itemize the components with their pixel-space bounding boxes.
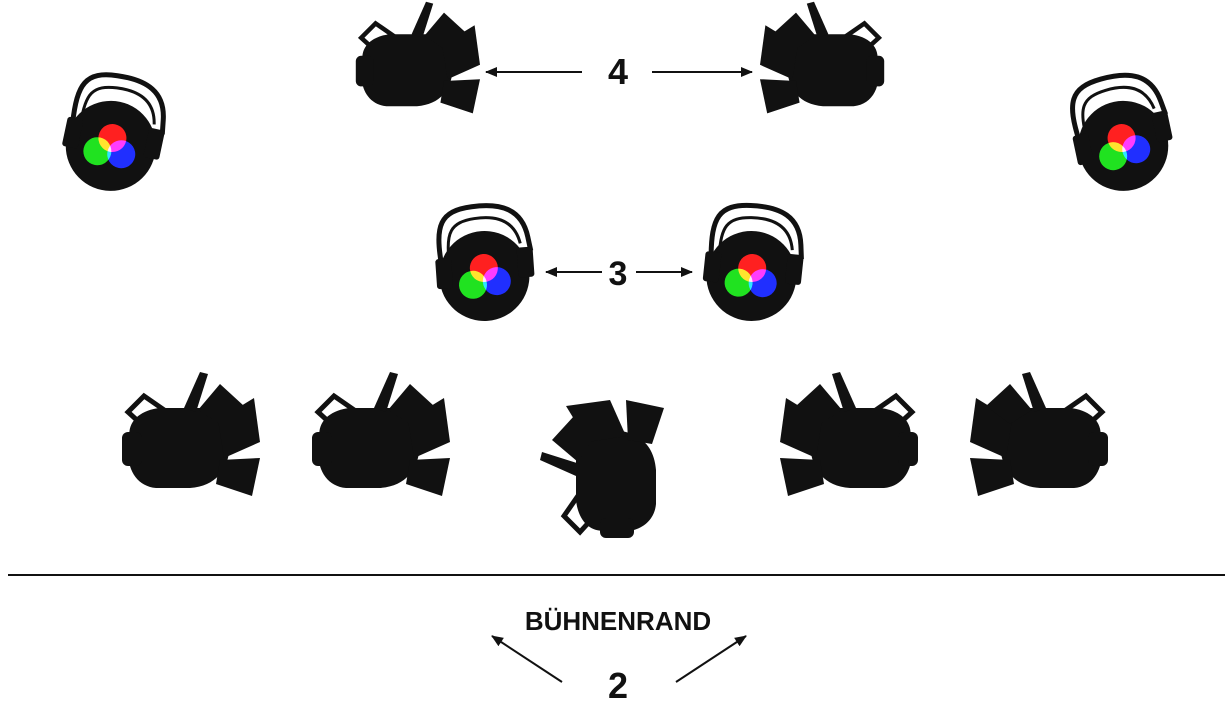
row-2-label: 2 (608, 665, 628, 704)
led-par-back-left (54, 67, 174, 200)
fresnel-front-2 (312, 372, 450, 496)
row-4-label: 4 (608, 51, 628, 92)
fresnel-front-4 (780, 372, 918, 496)
fresnel-row4-left (356, 2, 480, 114)
row-3-label: 3 (609, 255, 628, 293)
led-par-row3-right (699, 201, 809, 326)
fresnel-front-5 (970, 372, 1108, 496)
arrow-row2-right (675, 635, 747, 683)
arrow-row2-left (491, 635, 563, 683)
stage-edge-label: BÜHNENRAND (525, 606, 711, 636)
fresnel-front-1 (122, 372, 260, 496)
led-par-row3-left (432, 202, 538, 324)
led-par-back-right (1062, 67, 1182, 200)
fresnel-row4-right (760, 2, 884, 114)
fresnel-front-center (540, 400, 664, 538)
